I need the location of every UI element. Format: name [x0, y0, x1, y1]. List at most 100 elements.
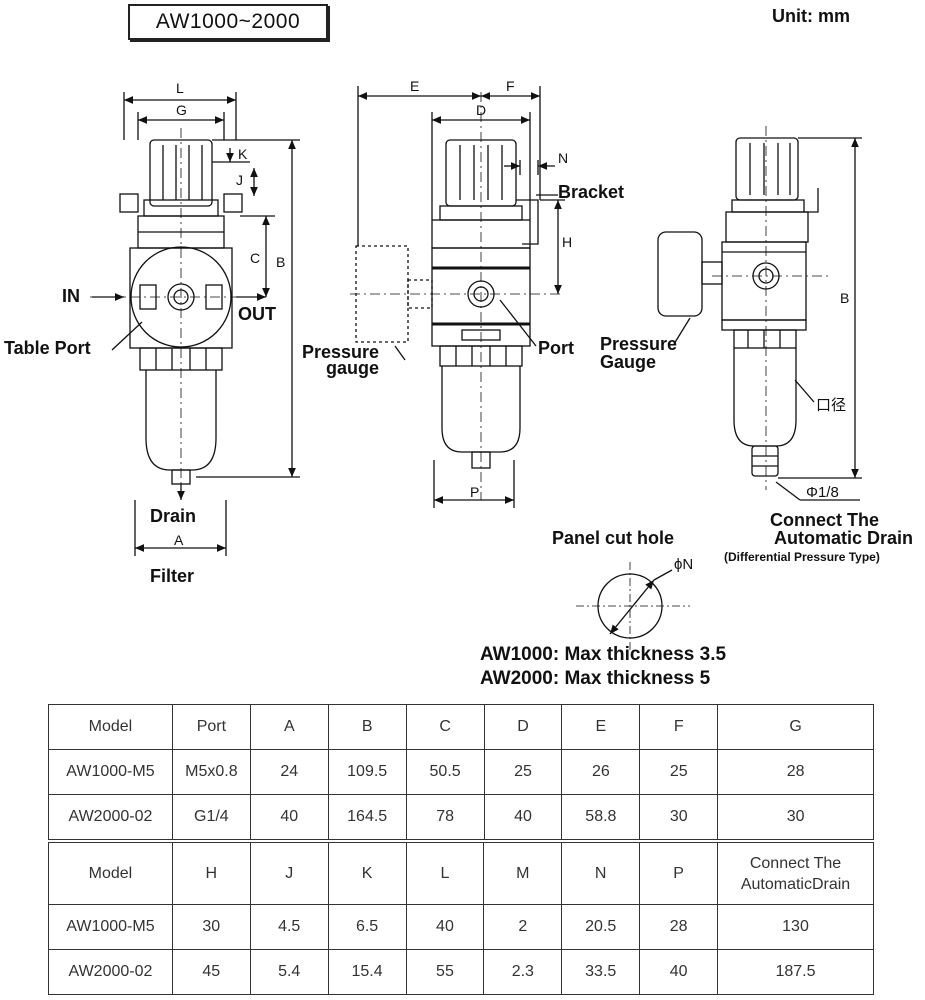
model-title: AW1000~2000 — [128, 4, 328, 40]
table-header-cell: F — [639, 704, 719, 750]
table-cell: AW1000-M5 — [48, 904, 173, 950]
table-cell: 28 — [639, 904, 719, 950]
table-cell: 187.5 — [717, 949, 874, 995]
table-header-cell: Model — [48, 842, 173, 905]
table-cell: 45 — [171, 949, 251, 995]
panel-cut-hole-drawing — [576, 562, 690, 652]
table-cell: 40 — [639, 949, 719, 995]
dim-F: F — [506, 78, 515, 94]
table-header-cell: A — [249, 704, 329, 750]
unit-label: Unit: mm — [772, 6, 850, 26]
filter-regulator-front-view — [90, 92, 300, 556]
label-pressure-gauge-right-2: Gauge — [600, 352, 657, 372]
table-cell: 30 — [171, 904, 251, 950]
dim-H: H — [562, 234, 573, 250]
label-differential: (Differential Pressure Type) — [724, 550, 880, 564]
table-cell: 4.5 — [249, 904, 329, 950]
table-cell: 2 — [483, 904, 563, 950]
table-cell: 40 — [483, 794, 563, 840]
dim-E: E — [410, 78, 420, 94]
dim-D: D — [476, 102, 487, 118]
table-cell: 24 — [249, 749, 329, 795]
label-pressure-gauge-left-2: gauge — [326, 358, 380, 378]
filter-regulator-auto-drain-view — [657, 126, 862, 501]
table-header-cell: N — [561, 842, 641, 905]
table-header-cell: D — [483, 704, 563, 750]
label-bracket: Bracket — [558, 182, 625, 202]
table-cell: 6.5 — [327, 904, 407, 950]
label-pressure-gauge-left-1: Pressure — [302, 342, 380, 362]
table-cell: 58.8 — [561, 794, 641, 840]
dim-B: B — [276, 254, 286, 270]
table-header-cell: B — [327, 704, 407, 750]
table-header-cell: P — [639, 842, 719, 905]
header-line: AutomaticDrain — [740, 875, 851, 893]
table-cell: AW2000-02 — [48, 949, 173, 995]
label-out: OUT — [238, 304, 276, 324]
table-row: AW2000-02 G1/4 40 164.5 78 40 58.8 30 30 — [48, 794, 874, 840]
table-cell: 20.5 — [561, 904, 641, 950]
filter-regulator-side-view — [350, 86, 565, 508]
table-cell: G1/4 — [171, 794, 251, 840]
table-cell: 164.5 — [327, 794, 407, 840]
label-connect-drain-1: Connect The — [770, 510, 880, 530]
table-cell: 30 — [639, 794, 719, 840]
spec-table-2: Model H J K L M N P Connect The Automati… — [48, 842, 874, 995]
label-filter: Filter — [150, 566, 195, 586]
label-drain: Drain — [150, 506, 197, 526]
label-phi-1-8: Φ1/8 — [806, 484, 839, 501]
table-cell: 15.4 — [327, 949, 407, 995]
technical-drawing — [90, 86, 862, 652]
table-cell: 28 — [717, 749, 874, 795]
table-header-cell: C — [405, 704, 485, 750]
header-line: Connect The — [749, 854, 842, 872]
table-cell: 2.3 — [483, 949, 563, 995]
table-row: AW1000-M5 M5x0.8 24 109.5 50.5 25 26 25 … — [48, 749, 874, 795]
dim-A: A — [174, 532, 184, 548]
label-port: Port — [538, 338, 574, 358]
table-cell: M5x0.8 — [171, 749, 251, 795]
table-cell: AW1000-M5 — [48, 749, 173, 795]
dim-G: G — [176, 102, 187, 118]
table-header-cell: K — [327, 842, 407, 905]
table-header-cell: J — [249, 842, 329, 905]
table-cell: 109.5 — [327, 749, 407, 795]
note-aw1000: AW1000: Max thickness 3.5 — [480, 644, 727, 665]
table-header-cell: G — [717, 704, 874, 750]
dim-N: N — [558, 150, 569, 166]
table-header-cell: Port — [171, 704, 251, 750]
dim-L: L — [176, 80, 184, 96]
dim-B-right: B — [840, 290, 850, 306]
note-aw2000: AW2000: Max thickness 5 — [480, 668, 711, 689]
dim-J: J — [236, 172, 243, 188]
table-cell: 26 — [561, 749, 641, 795]
table-header-cell: E — [561, 704, 641, 750]
table-cell: 25 — [639, 749, 719, 795]
table-cell: 30 — [717, 794, 874, 840]
table-header-cell: Model — [48, 704, 173, 750]
table-header-cell: M — [483, 842, 563, 905]
dim-K: K — [238, 146, 248, 162]
label-bore: 口径 — [816, 397, 847, 414]
table-cell: 50.5 — [405, 749, 485, 795]
label-table-port: Table Port — [4, 338, 91, 358]
table-row: AW2000-02 45 5.4 15.4 55 2.3 33.5 40 187… — [48, 949, 874, 995]
dim-P: P — [470, 484, 480, 500]
table-cell: 25 — [483, 749, 563, 795]
table-cell: 40 — [405, 904, 485, 950]
table-cell: 130 — [717, 904, 874, 950]
table-row: AW1000-M5 30 4.5 6.5 40 2 20.5 28 130 — [48, 904, 874, 950]
table-header-row: Model Port A B C D E F G — [48, 704, 874, 750]
table-header-cell-auto-drain: Connect The AutomaticDrain — [717, 842, 874, 905]
table-header-row: Model H J K L M N P Connect The Automati… — [48, 842, 874, 905]
table-cell: AW2000-02 — [48, 794, 173, 840]
spec-table-1: Model Port A B C D E F G AW1000-M5 M5x0.… — [48, 704, 874, 840]
label-connect-drain-2: Automatic Drain — [774, 528, 914, 548]
label-panel-cut-hole: Panel cut hole — [552, 528, 675, 548]
table-cell: 55 — [405, 949, 485, 995]
table-header-cell: L — [405, 842, 485, 905]
label-pressure-gauge-right-1: Pressure — [600, 334, 678, 354]
table-cell: 40 — [249, 794, 329, 840]
table-cell: 33.5 — [561, 949, 641, 995]
label-phi-n: ϕN — [674, 556, 694, 573]
